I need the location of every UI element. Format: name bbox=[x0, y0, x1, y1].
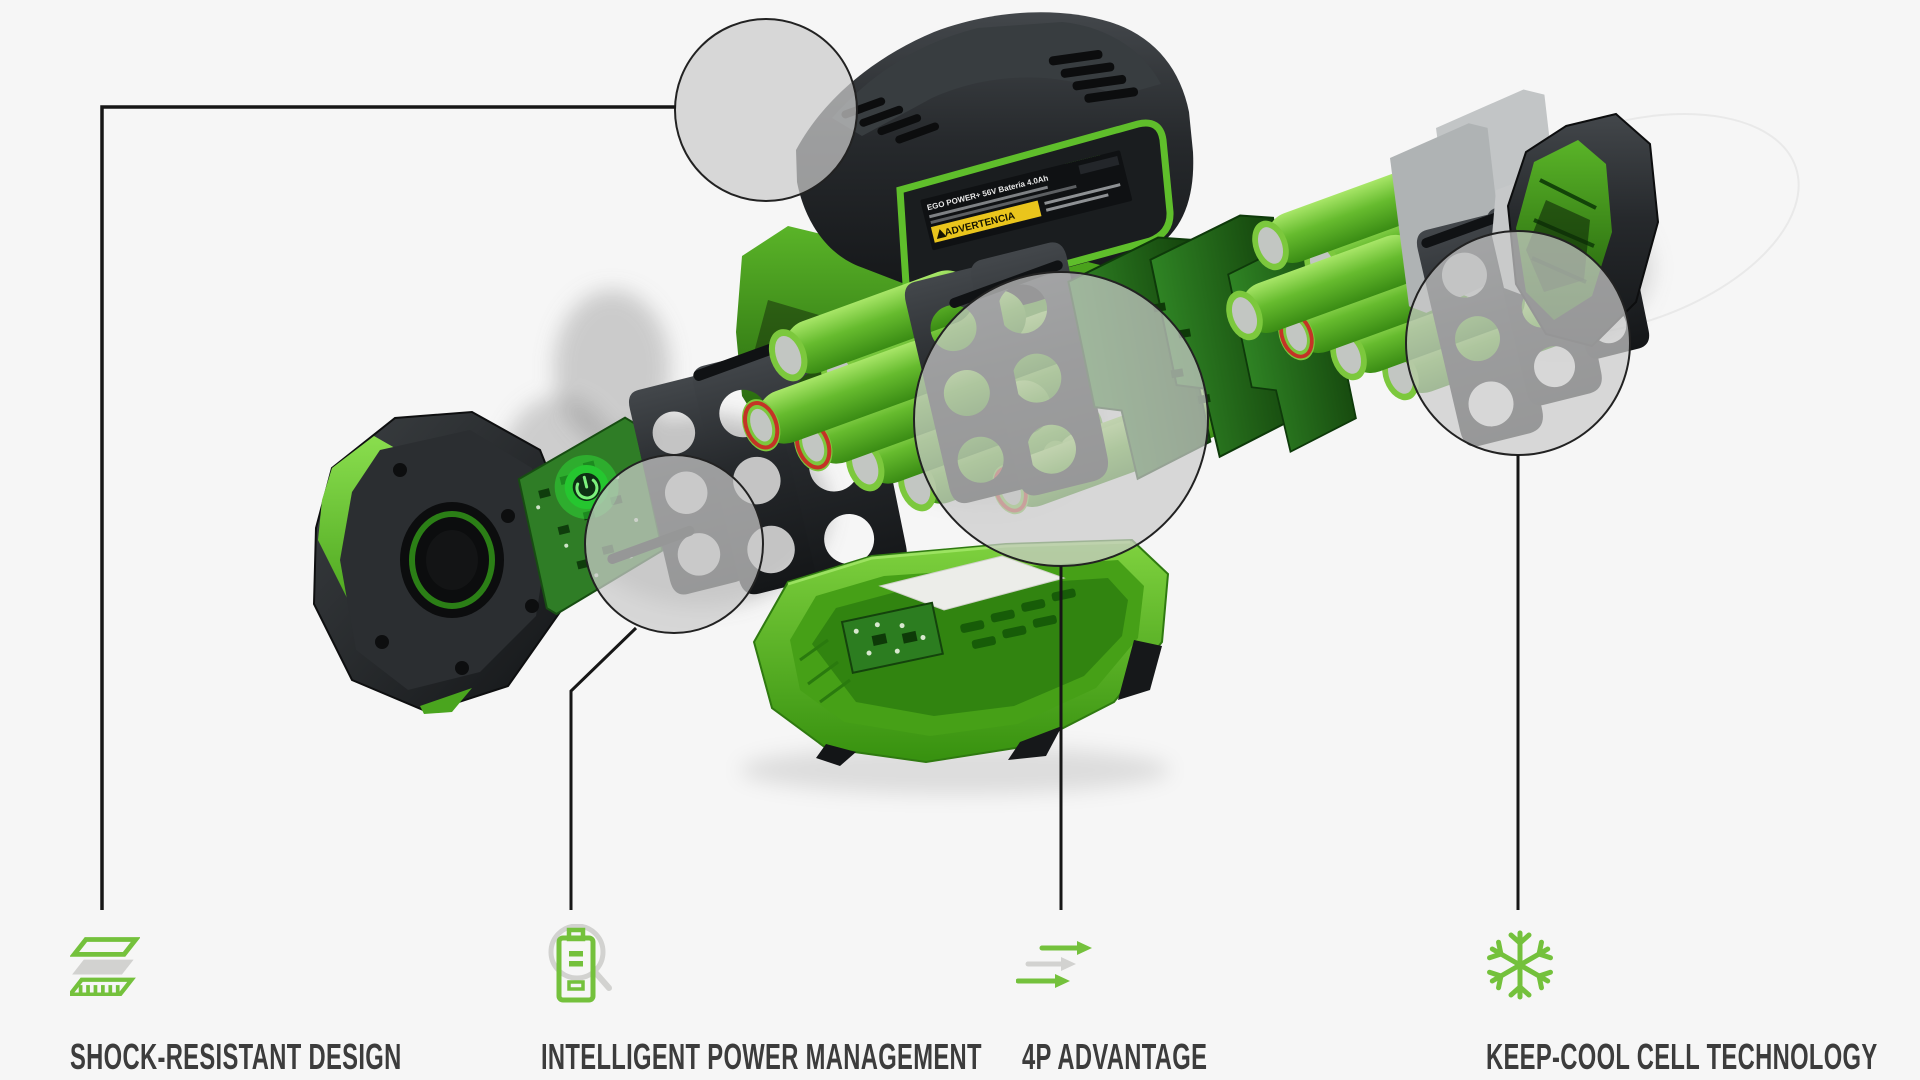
callout-lines bbox=[100, 105, 1520, 910]
battery-magnifier-icon bbox=[548, 924, 612, 1003]
feature-label: 4P ADVANTAGE bbox=[1022, 1036, 1208, 1077]
arrows-icon bbox=[1016, 941, 1092, 988]
feature-4p-advantage: 4P ADVANTAGE bbox=[1016, 940, 1236, 1077]
feature-label: KEEP-COOL CELL TECHNOLOGY bbox=[1486, 1036, 1878, 1077]
callout-circle-4p-advantage bbox=[913, 271, 1209, 567]
callout-circle-shock-resistant bbox=[674, 18, 858, 202]
feature-label: SHOCK-RESISTANT DESIGN bbox=[70, 1036, 402, 1077]
callout-circles bbox=[584, 18, 1631, 634]
top-vent-slots bbox=[841, 49, 1139, 144]
callout-circle-keep-cool bbox=[1405, 230, 1631, 456]
callout-circle-power-management bbox=[584, 454, 764, 634]
feature-intelligent-power-management: INTELLIGENT POWER MANAGEMENT bbox=[541, 924, 1011, 1077]
feature-shock-resistant-design: SHOCK-RESISTANT DESIGN bbox=[70, 936, 490, 1077]
left-end-cap bbox=[312, 410, 570, 714]
tray-white-plate bbox=[878, 555, 1066, 611]
snowflake-icon bbox=[1486, 930, 1554, 1002]
callout-line-shock-resistant bbox=[100, 105, 676, 910]
bottom-tray bbox=[752, 538, 1170, 766]
feature-keep-cool-cell-technology: KEEP-COOL CELL TECHNOLOGY bbox=[1486, 928, 1920, 1077]
feature-label: INTELLIGENT POWER MANAGEMENT bbox=[541, 1036, 982, 1077]
tray-pcb bbox=[840, 601, 944, 675]
callout-line-power-management bbox=[569, 626, 638, 910]
power-icon bbox=[575, 475, 599, 500]
layers-icon bbox=[70, 937, 140, 996]
